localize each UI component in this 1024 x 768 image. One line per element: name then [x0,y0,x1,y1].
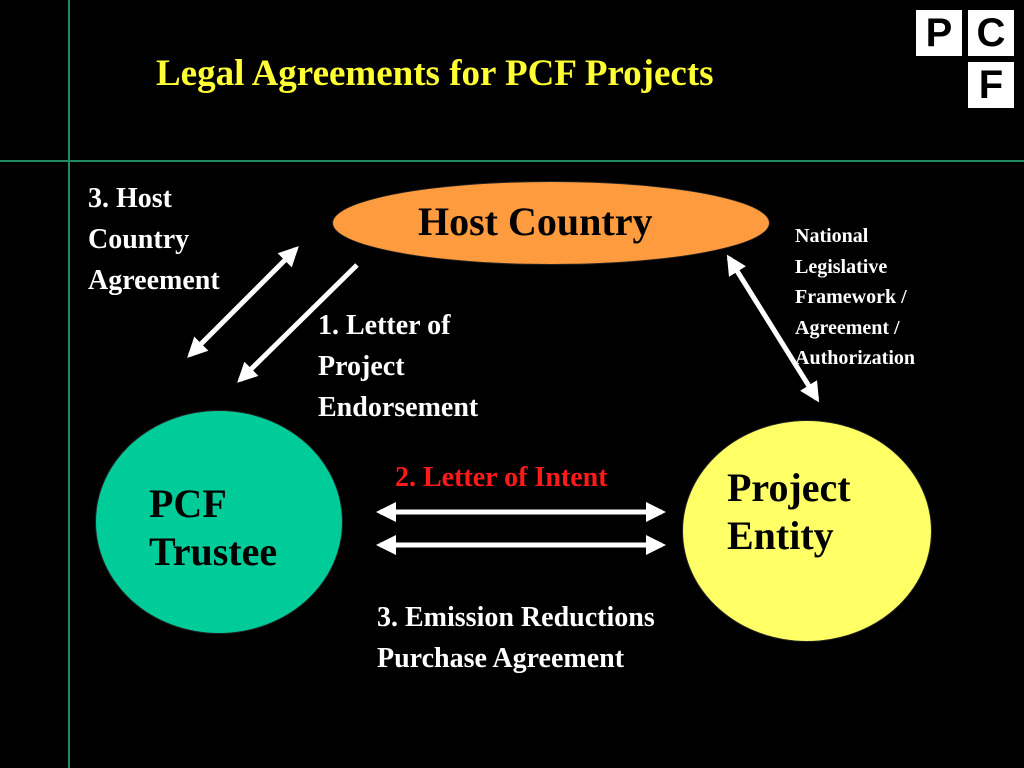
host-agreement-line-1: 3. Host [88,183,172,214]
national-line-3: Framework / [795,286,907,308]
logo-letter-f: F [968,62,1014,108]
project-entity-label: Project Entity [727,464,851,560]
host-agreement-arrow [187,246,299,358]
endorsement-label: 1. Letter of Project Endorsement [318,305,478,428]
vertical-rule [68,0,70,768]
letter-of-intent-label: 2. Letter of Intent [395,462,608,493]
project-entity-line-2: Entity [727,513,834,558]
erpa-line-2: Purchase Agreement [377,643,625,674]
national-framework-label: National Legislative Framework / Agreeme… [795,221,915,374]
endorsement-line-2: Project [318,351,405,382]
pcf-trustee-line-2: Trustee [149,529,278,574]
national-framework-arrow [726,254,820,403]
pcf-logo: P C F [916,10,1016,110]
national-line-4: Agreement / [795,316,900,339]
endorsement-line-3: Endorsement [318,392,479,423]
erpa-label: 3. Emission Reductions Purchase Agreemen… [377,597,655,679]
pcf-trustee-node [95,410,343,634]
host-country-label: Host Country [418,199,653,244]
host-agreement-line-2: Country [88,224,190,255]
national-line-2: Legislative [795,255,888,278]
pcf-trustee-line-1: PCF [149,481,227,526]
horizontal-rule [0,160,1024,162]
slide-title: Legal Agreements for PCF Projects [156,53,714,94]
national-line-5: Authorization [795,347,915,369]
host-agreement-line-3: Agreement [88,265,220,296]
national-line-1: National [795,225,869,247]
host-country-node [332,181,770,265]
pcf-trustee-label: PCF Trustee [149,480,277,576]
logo-letter-p: P [916,10,962,56]
erpa-line-1: 3. Emission Reductions [377,602,655,633]
logo-letter-c: C [968,10,1014,56]
host-agreement-label: 3. Host Country Agreement [88,178,220,301]
endorsement-arrow [237,263,359,383]
project-entity-node [682,420,932,642]
project-entity-line-1: Project [727,465,851,510]
endorsement-line-1: 1. Letter of [318,310,451,341]
